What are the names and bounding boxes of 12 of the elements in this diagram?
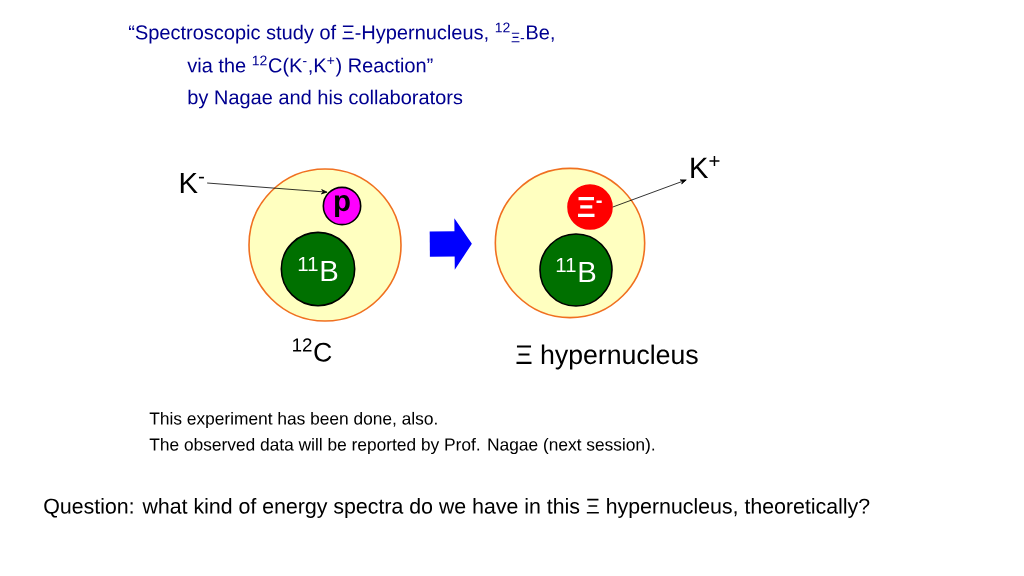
text-line: This experiment has been done, also. [149,411,437,429]
text-line: Question: what kind of energy spectra do we have in this Ξ hypernucleus, theoretically? [44,498,870,518]
text-line: via the $^{12}$C(K$^{-}$,K$^{+}$) Reaction” [187,55,433,77]
arrow [612,179,687,208]
text-line: by Nagae and his collaborators [188,89,463,109]
arrow [206,182,328,195]
text-line: The observed data will be reported by Prof. Nagae (next session). [149,437,655,455]
nucleus-label: $^{12}$C [293,338,332,362]
nucleus-label: Ξ hypernucleus [516,344,698,370]
particle-label: K$^{+}$ [691,156,720,178]
title: “Spectroscopic study of Ξ-Hypernucleus, $^{12}$$_{Ξ-}$Be, [129,22,554,44]
particle-label: K$^{-}$ [180,172,204,194]
